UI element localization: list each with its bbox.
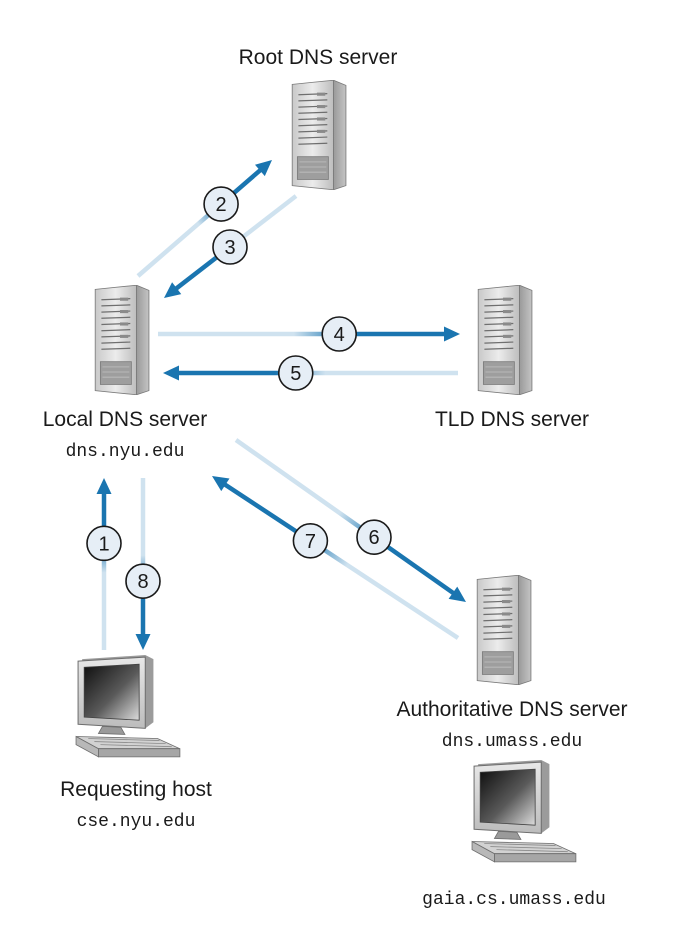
step-number-4: 4 <box>334 324 345 346</box>
message-arrow-step-2: 2 <box>136 160 272 278</box>
arrowhead <box>448 586 466 602</box>
step-number-7: 7 <box>305 531 316 553</box>
step-number-5: 5 <box>290 363 301 385</box>
authoritative-dns-server-label: Authoritative DNS server <box>396 698 627 721</box>
message-arrow-step-8: 8 <box>125 478 161 650</box>
arrow-layer: 1 2 3 4 5 6 7 8 <box>86 160 466 650</box>
step-number-6: 6 <box>368 527 379 549</box>
arrow-shaft <box>136 167 263 278</box>
step-number-2: 2 <box>216 194 227 216</box>
arrowhead <box>96 478 112 494</box>
step-number-8: 8 <box>137 571 148 593</box>
step-badge-1 <box>86 525 122 562</box>
arrowhead <box>135 634 151 650</box>
target-host-computer-icon <box>471 760 577 863</box>
arrowhead <box>444 326 460 342</box>
step-badge-8 <box>125 563 161 600</box>
arrow-shaft <box>222 481 460 640</box>
requesting-host-label: Requesting host <box>60 778 212 801</box>
step-number-3: 3 <box>224 237 235 259</box>
arrowhead <box>254 160 272 177</box>
local-dns-server-hostname: dns.nyu.edu <box>66 442 185 462</box>
arrowhead <box>163 365 179 381</box>
step-badge-6 <box>356 519 392 556</box>
arrowhead <box>212 476 230 492</box>
local-dns-server-label: Local DNS server <box>43 408 208 431</box>
root-dns-server-label: Root DNS server <box>239 46 398 69</box>
local-dns-server-icon <box>94 285 150 395</box>
step-badge-4 <box>321 316 358 352</box>
step-badge-3 <box>212 229 248 265</box>
root-dns-server-icon <box>291 80 347 190</box>
step-badge-2 <box>203 186 239 222</box>
message-arrow-step-7: 7 <box>212 476 460 640</box>
message-arrow-step-4: 4 <box>158 316 460 352</box>
tld-dns-server-icon <box>477 285 533 395</box>
arrowhead <box>164 282 182 298</box>
step-badge-5 <box>277 355 314 391</box>
message-arrow-step-3: 3 <box>164 194 298 298</box>
arrow-shaft <box>234 438 456 596</box>
authoritative-dns-server-hostname: dns.umass.edu <box>442 732 582 752</box>
target-host-hostname: gaia.cs.umass.edu <box>422 890 606 910</box>
step-badge-7 <box>292 522 329 559</box>
requesting-host-computer-icon <box>75 655 181 758</box>
step-number-1: 1 <box>98 533 109 555</box>
message-arrow-step-6: 6 <box>234 438 466 602</box>
authoritative-dns-server-icon <box>476 575 532 685</box>
requesting-host-hostname: cse.nyu.edu <box>77 812 196 832</box>
message-arrow-step-1: 1 <box>86 478 122 650</box>
tld-dns-server-label: TLD DNS server <box>435 408 589 431</box>
message-arrow-step-5: 5 <box>163 355 458 391</box>
